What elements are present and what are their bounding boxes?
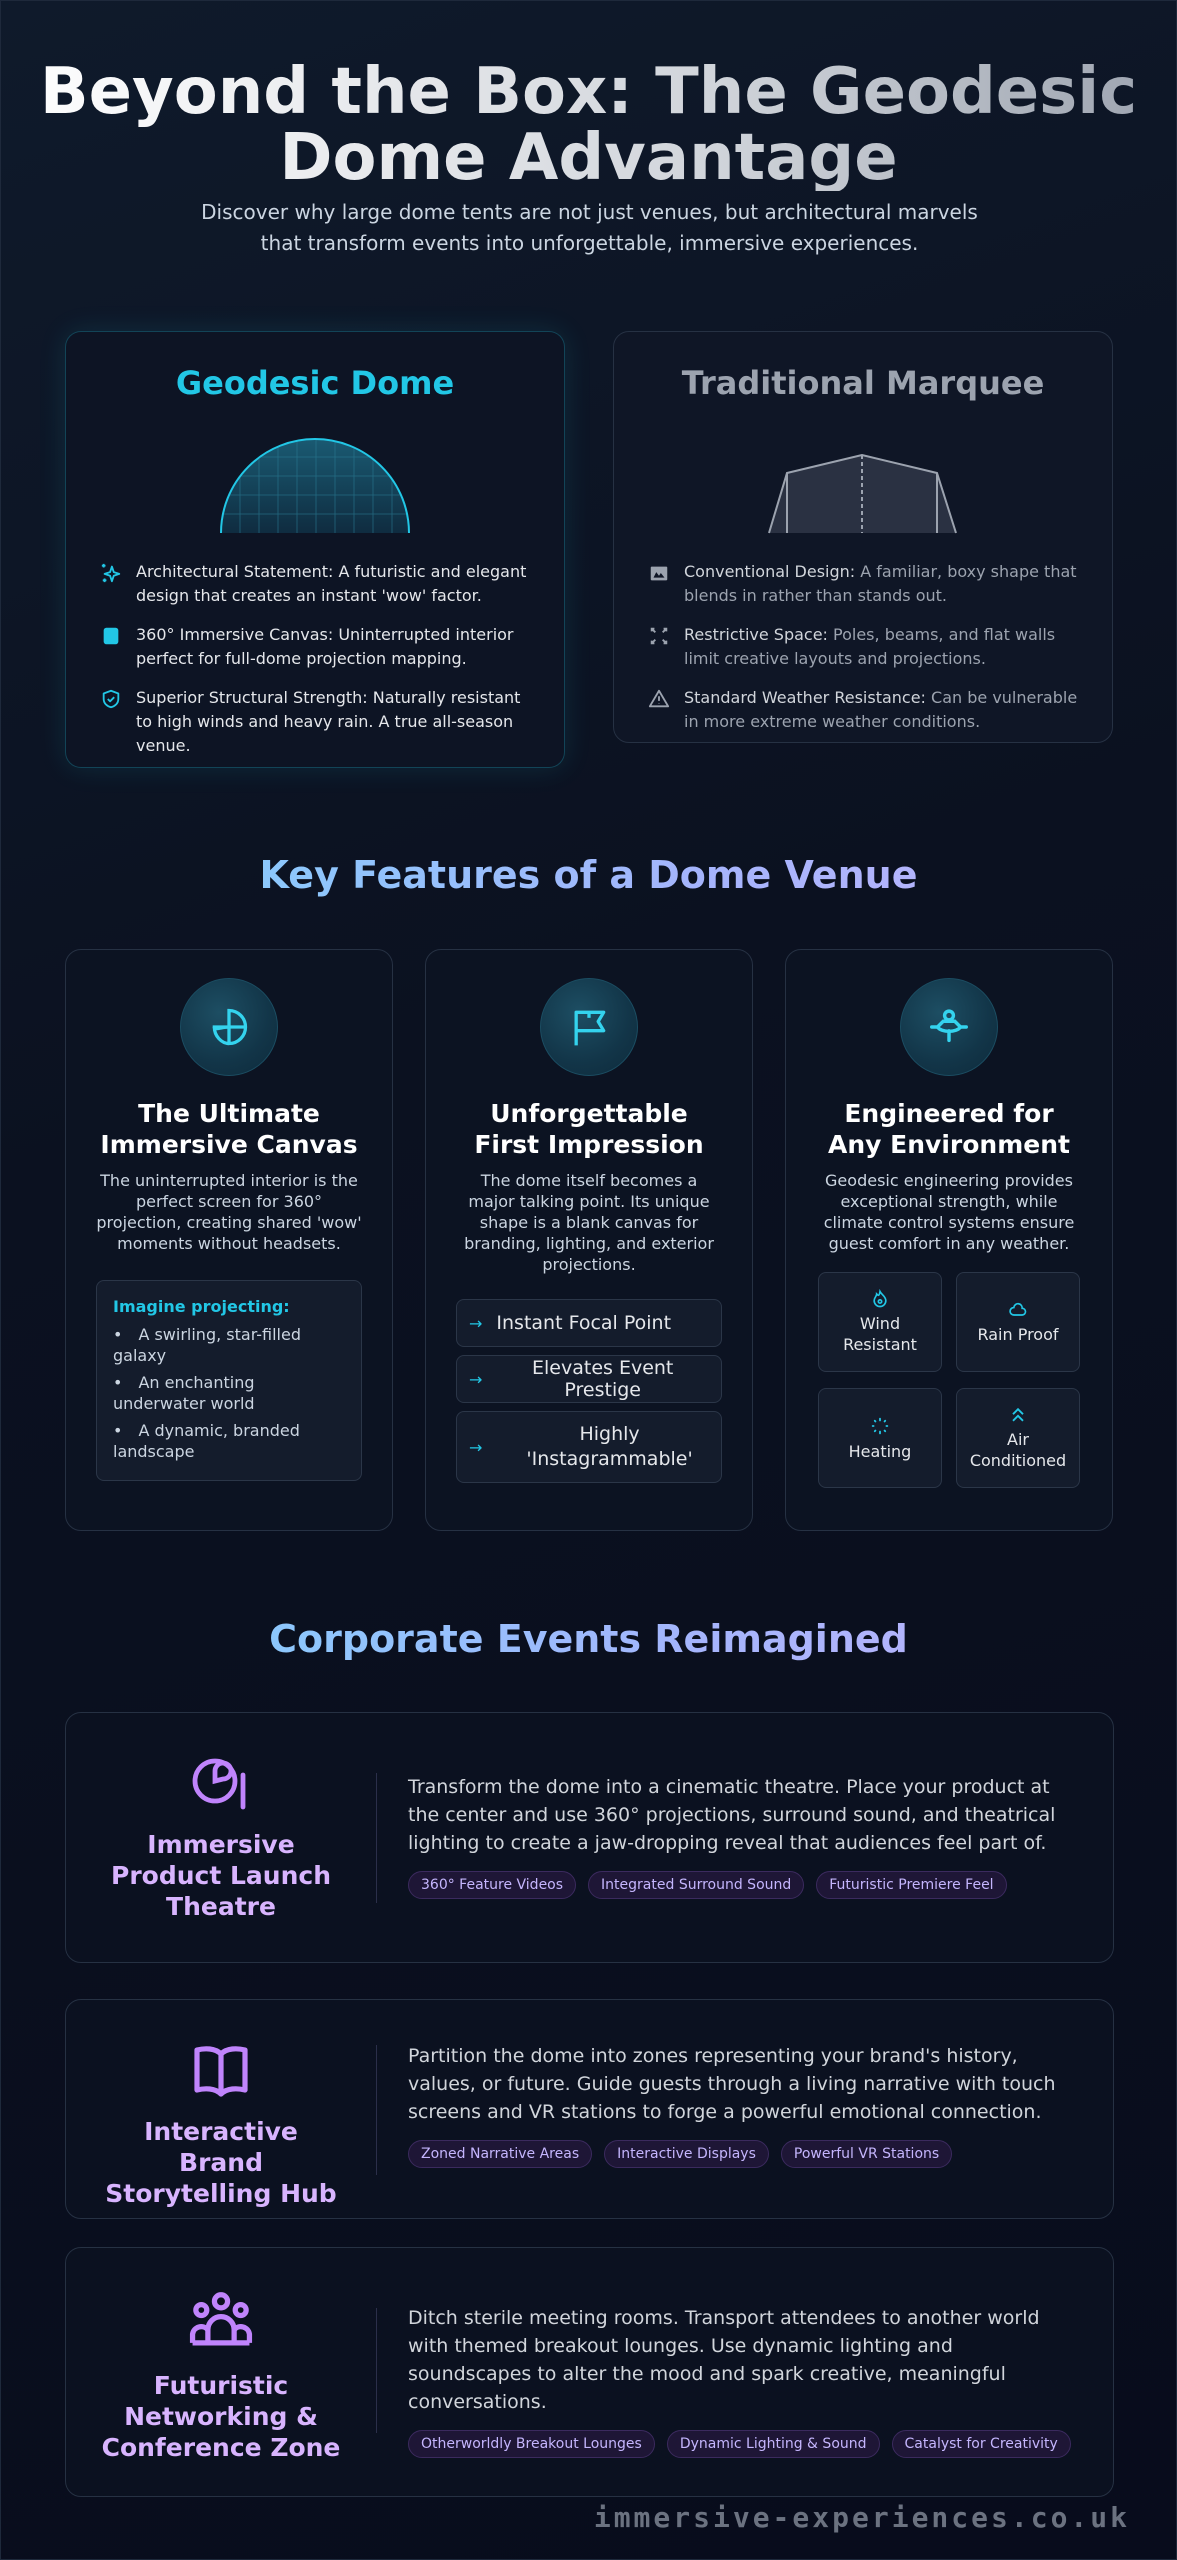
dome-benefits-list: Architectural Statement: A futuristic an… [100,560,530,758]
imagine-item: A dynamic, branded landscape [113,1420,345,1462]
divider [376,1773,377,1903]
dome-benefit-item: Architectural Statement: A futuristic an… [100,560,530,608]
arrow-right-icon: → [469,1313,483,1333]
footer-website-link[interactable]: immersive-experiences.co.uk [593,2501,1130,2534]
dome-benefit-item: 360° Immersive Canvas: Uninterrupted int… [100,623,530,671]
feature-icon-circle [540,978,638,1076]
corporate-card-networking: Futuristic Networking & Conference Zone … [65,2247,1114,2497]
marquee-drawbacks-list: Conventional Design: A familiar, boxy sh… [648,560,1078,734]
corporate-heading: Corporate Events Reimagined [1,1617,1176,1661]
impression-point: → Instant Focal Point [456,1299,722,1347]
impression-point: → Elevates Event Prestige [456,1355,722,1403]
engineer-icon [930,1009,968,1043]
corporate-card-header: Futuristic Networking & Conference Zone [66,2290,376,2463]
pie-leaf-icon [212,1008,248,1046]
tag: Catalyst for Creativity [891,2430,1071,2458]
dome-shape-icon [220,438,410,534]
flame-icon [873,1289,887,1308]
corporate-card-title: Immersive Product Launch Theatre [111,1830,332,1921]
feature-title: Engineered for Any Environment [828,1099,1070,1159]
tag: Dynamic Lighting & Sound [666,2430,880,2458]
divider [376,2045,377,2175]
dome-illustration [100,414,530,534]
env-tile-wind-resistant: Wind Resistant [818,1272,942,1372]
feature-icon-circle [900,978,998,1076]
imagine-item: An enchanting underwater world [113,1372,345,1414]
loader-icon [871,1417,889,1434]
corporate-card-brand-storytelling: Interactive Brand Storytelling Hub Parti… [65,1999,1114,2219]
environment-grid: Wind Resistant Rain Proof Heating Air Co… [816,1272,1082,1488]
feature-description: The uninterrupted interior is the perfec… [96,1171,362,1253]
screen-icon [100,625,124,649]
corporate-card-header: Immersive Product Launch Theatre [66,1751,376,1922]
marquee-drawback-item: Standard Weather Resistance: Can be vuln… [648,686,1078,734]
marquee-card-title: Traditional Marquee [681,364,1045,402]
feature-card-first-impression: Unforgettable First Impression The dome … [425,949,753,1531]
feature-description: Geodesic engineering provides exceptiona… [823,1171,1075,1253]
corporate-card-description: Transform the dome into a cinematic thea… [408,1776,1056,1854]
features-heading: Key Features of a Dome Venue [1,853,1176,897]
corporate-card-description: Ditch sterile meeting rooms. Transport a… [408,2307,1040,2413]
tag-list: Otherworldly Breakout Lounges Dynamic Li… [408,2430,1073,2458]
marquee-illustration [648,414,1078,534]
sparkles-icon [100,562,124,586]
geodesic-dome-card: Geodesic Dome [65,331,565,768]
feature-card-immersive-canvas: The Ultimate Immersive Canvas The uninte… [65,949,393,1531]
marquee-drawback-item: Conventional Design: A familiar, boxy sh… [648,560,1078,608]
arrow-right-icon: → [469,1369,483,1389]
page-title: Beyond the Box: The Geodesic Dome Advant… [1,59,1176,191]
shield-check-icon [100,688,124,712]
dome-benefit-item: Superior Structural Strength: Naturally … [100,686,530,758]
tag: Zoned Narrative Areas [408,2140,593,2168]
marquee-shape-icon [768,454,957,534]
page-subtitle: Discover why large dome tents are not ju… [201,200,978,255]
feature-title: The Ultimate Immersive Canvas [100,1099,358,1159]
dome-card-title: Geodesic Dome [175,364,455,402]
users-group-icon [189,2292,253,2346]
imagine-projecting-box: Imagine projecting: A swirling, star-fil… [96,1280,362,1481]
corporate-card-title: Interactive Brand Storytelling Hub [105,2117,337,2208]
divider [376,2308,377,2433]
tag: Integrated Surround Sound [588,1871,805,1899]
compress-arrows-icon [648,625,672,649]
corporate-card-title: Futuristic Networking & Conference Zone [101,2371,341,2462]
feature-description: The dome itself becomes a major talking … [464,1171,714,1274]
traditional-marquee-card: Traditional Marquee Conventional Design:… [613,331,1113,743]
chevrons-up-icon [1012,1407,1024,1422]
tag: Otherworldly Breakout Lounges [408,2430,655,2458]
presentation-clock-icon [192,1758,246,1810]
imagine-item: A swirling, star-filled galaxy [113,1324,345,1366]
image-icon [648,562,672,586]
env-tile-heating: Heating [818,1388,942,1488]
imagine-heading: Imagine projecting: [113,1297,290,1316]
arrow-right-icon: → [469,1437,483,1457]
cloud-icon [1009,1302,1027,1316]
corporate-card-header: Interactive Brand Storytelling Hub [66,2042,376,2209]
open-book-icon [194,2046,248,2097]
env-tile-rain-proof: Rain Proof [956,1272,1080,1372]
tag: Futuristic Premiere Feel [816,1871,1007,1899]
env-tile-air-conditioned: Air Conditioned [956,1388,1080,1488]
corporate-card-product-launch: Immersive Product Launch Theatre Transfo… [65,1712,1114,1963]
flag-icon [574,1010,606,1046]
tag: Powerful VR Stations [780,2140,953,2168]
tag: Interactive Displays [604,2140,769,2168]
feature-card-any-environment: Engineered for Any Environment Geodesic … [785,949,1113,1531]
tag-list: 360° Feature Videos Integrated Surround … [408,1871,1073,1899]
tag: 360° Feature Videos [408,1871,577,1899]
corporate-card-description: Partition the dome into zones representi… [408,2045,1056,2123]
feature-title: Unforgettable First Impression [474,1099,704,1159]
warning-triangle-icon [648,688,672,712]
feature-icon-circle [180,978,278,1076]
tag-list: Zoned Narrative Areas Interactive Displa… [408,2140,1073,2168]
marquee-drawback-item: Restrictive Space: Poles, beams, and fla… [648,623,1078,671]
impression-point: → Highly 'Instagrammable' [456,1411,722,1483]
